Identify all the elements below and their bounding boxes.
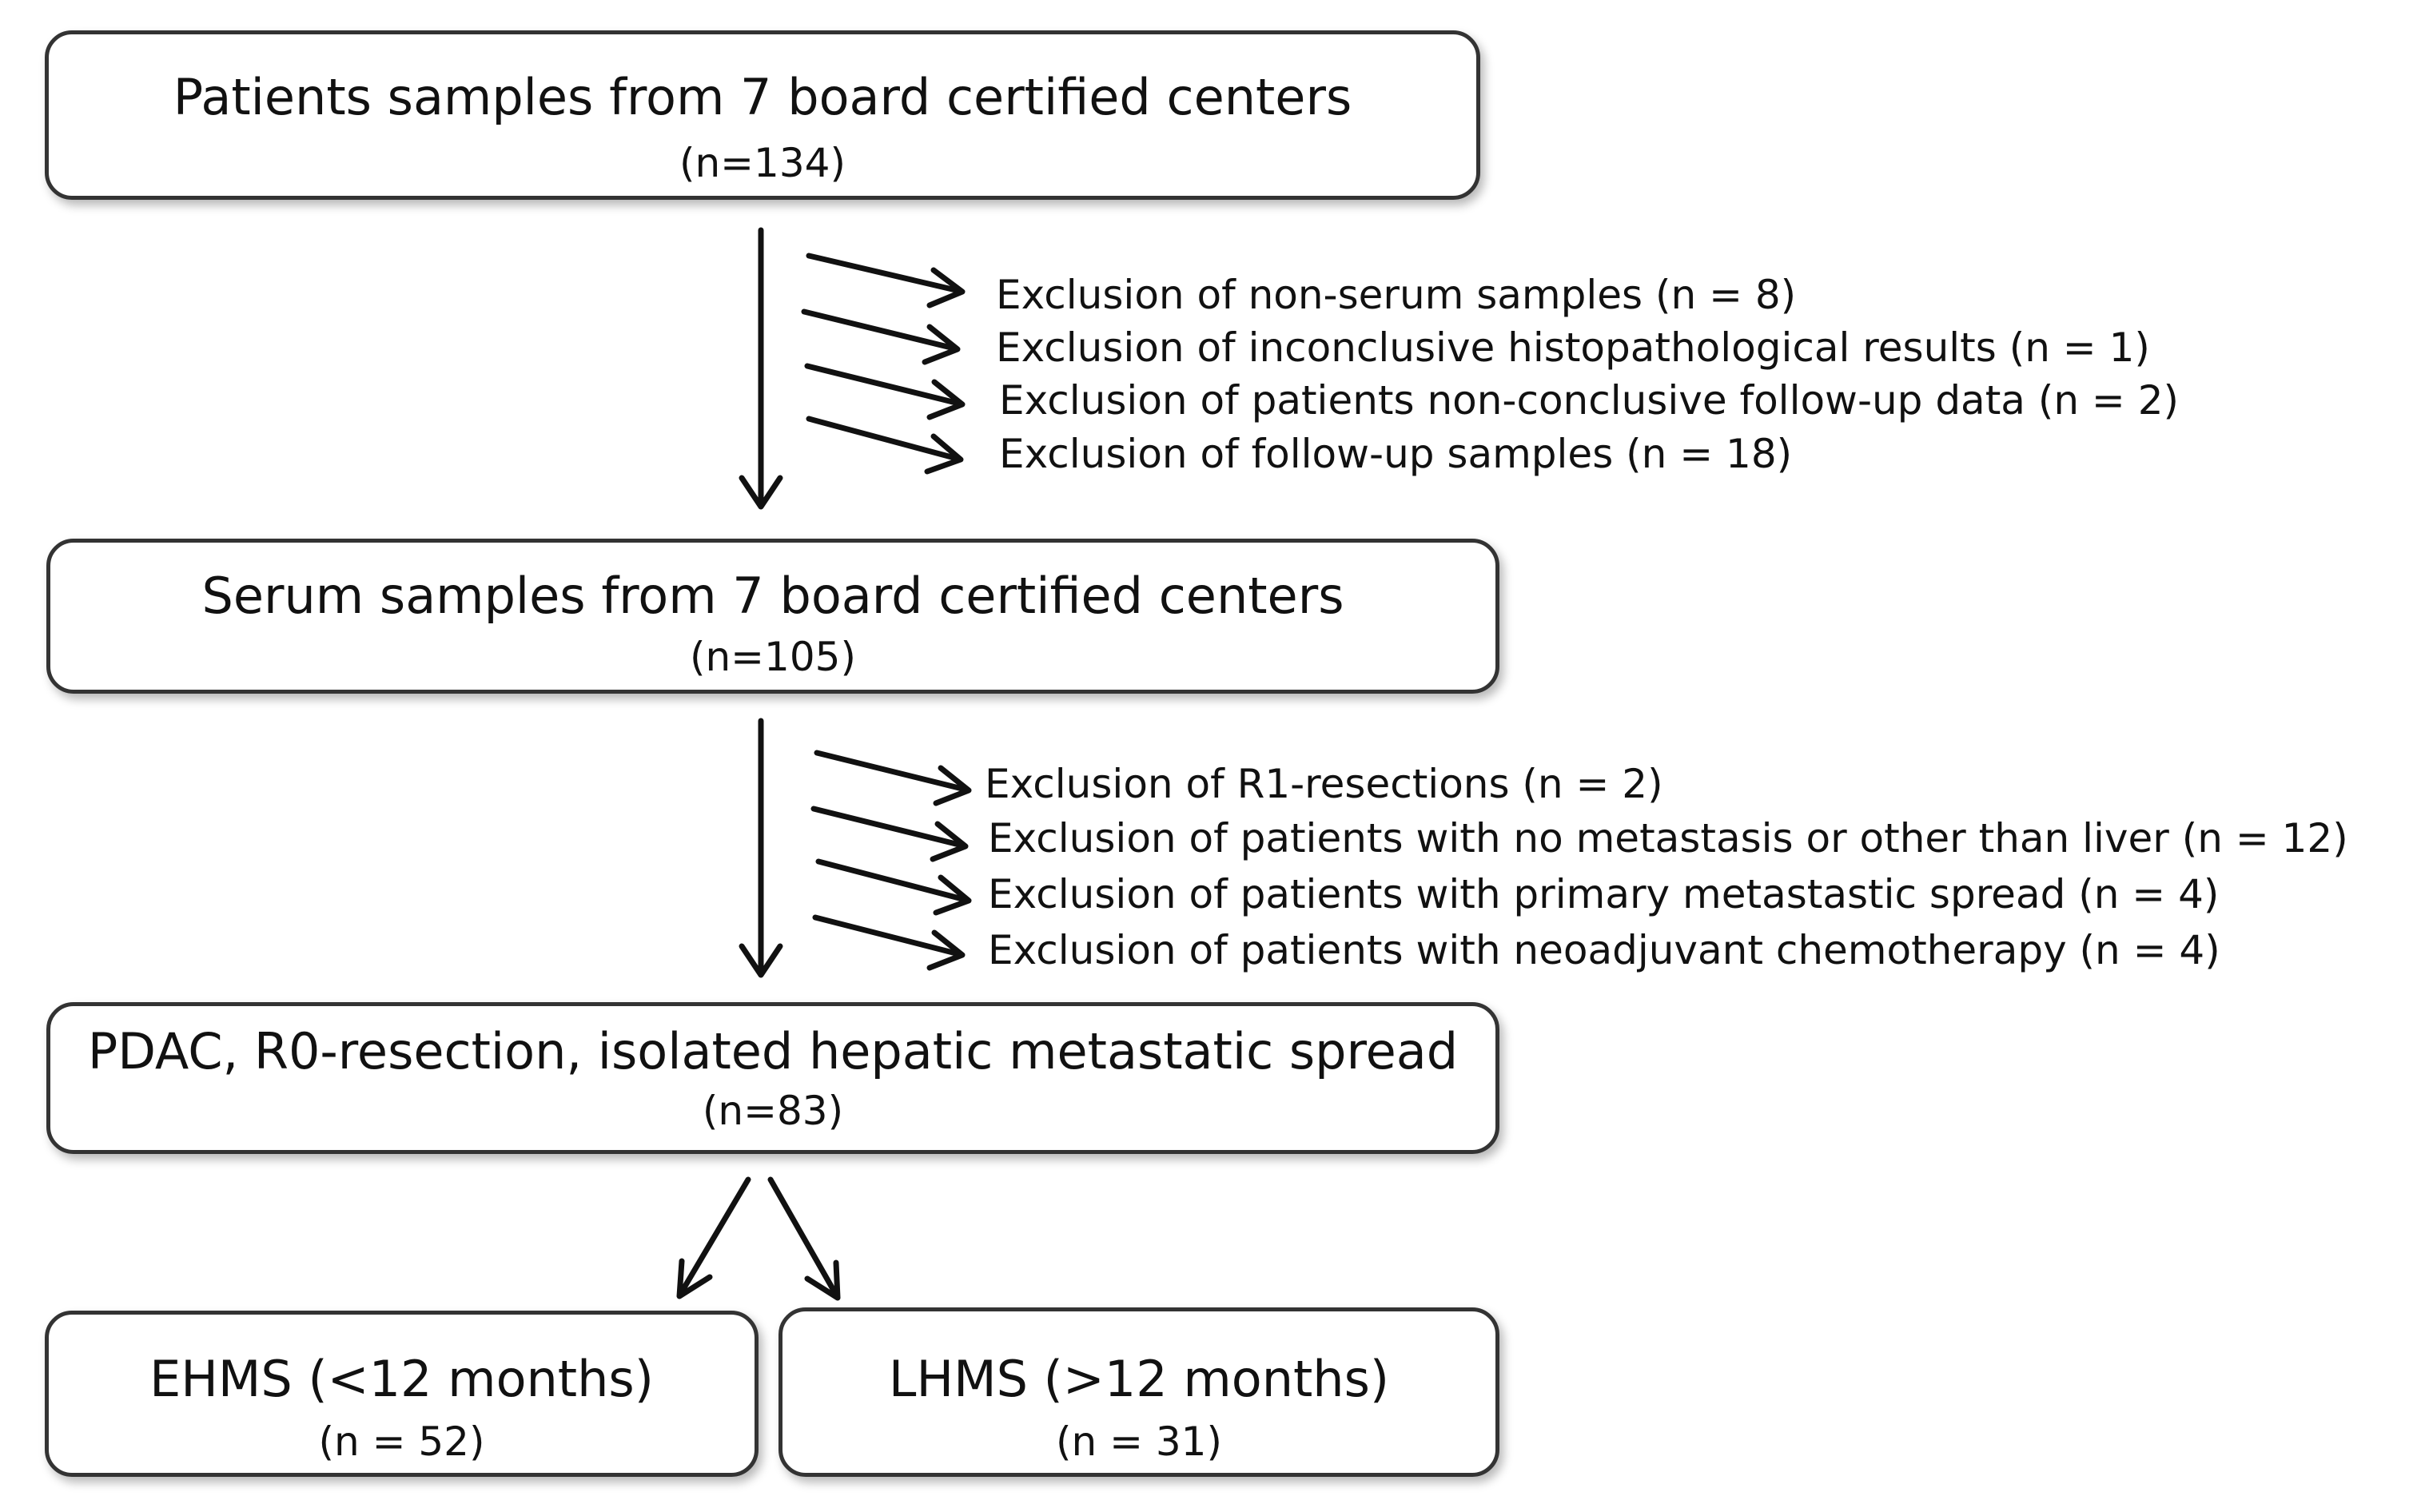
box-lhms-title: LHMS (>12 months) <box>888 1350 1390 1408</box>
box-ehms-count: (n = 52) <box>318 1418 485 1465</box>
box-pdac-title: PDAC, R0-resection, isolated hepatic met… <box>87 1022 1459 1080</box>
exclusion-2-2: Exclusion of patients with no metastasis… <box>988 815 2348 861</box>
exclusion-1-3: Exclusion of patients non-conclusive fol… <box>999 377 2180 424</box>
exclusion-2-4: Exclusion of patients with neoadjuvant c… <box>988 927 2220 973</box>
exclusion-arrow-2-2 <box>810 806 969 862</box>
box-ehms: EHMS (<12 months) (n = 52) <box>45 1311 759 1477</box>
exclusion-1-4: Exclusion of follow-up samples (n = 18) <box>999 431 1793 477</box>
exclusion-arrow-1-3 <box>804 363 966 420</box>
split-arrow-left <box>676 1176 751 1299</box>
exclusion-2-3: Exclusion of patients with primary metas… <box>988 871 2220 917</box>
exclusion-arrow-1-4 <box>806 416 964 475</box>
exclusion-arrow-2-1 <box>814 750 972 806</box>
exclusion-arrow-1-2 <box>801 308 961 365</box>
exclusion-2-1: Exclusion of R1-resections (n = 2) <box>985 761 1663 807</box>
exclusion-arrow-1-1 <box>806 253 966 308</box>
box-serum-samples: Serum samples from 7 board certified cen… <box>46 539 1499 694</box>
box-lhms-count: (n = 31) <box>1055 1418 1222 1465</box>
box-serum-title: Serum samples from 7 board certified cen… <box>201 567 1344 625</box>
box-pdac-cohort: PDAC, R0-resection, isolated hepatic met… <box>46 1002 1499 1154</box>
box-patients-count: (n=134) <box>679 140 846 186</box>
exclusion-arrow-2-3 <box>815 858 972 916</box>
box-patients-samples: Patients samples from 7 board certified … <box>45 30 1480 200</box>
exclusion-arrow-2-4 <box>812 914 966 971</box>
box-lhms: LHMS (>12 months) (n = 31) <box>778 1307 1499 1477</box>
exclusion-1-2: Exclusion of inconclusive histopathologi… <box>996 324 2150 371</box>
split-arrow-right <box>767 1176 841 1301</box>
box-serum-count: (n=105) <box>689 634 857 680</box>
down-arrow-2 <box>739 718 783 978</box>
down-arrow-1 <box>739 227 783 510</box>
box-patients-title: Patients samples from 7 board certified … <box>173 68 1352 126</box>
exclusion-1-1: Exclusion of non-serum samples (n = 8) <box>996 272 1797 318</box>
box-ehms-title: EHMS (<12 months) <box>149 1350 654 1408</box>
box-pdac-count: (n=83) <box>702 1088 844 1134</box>
